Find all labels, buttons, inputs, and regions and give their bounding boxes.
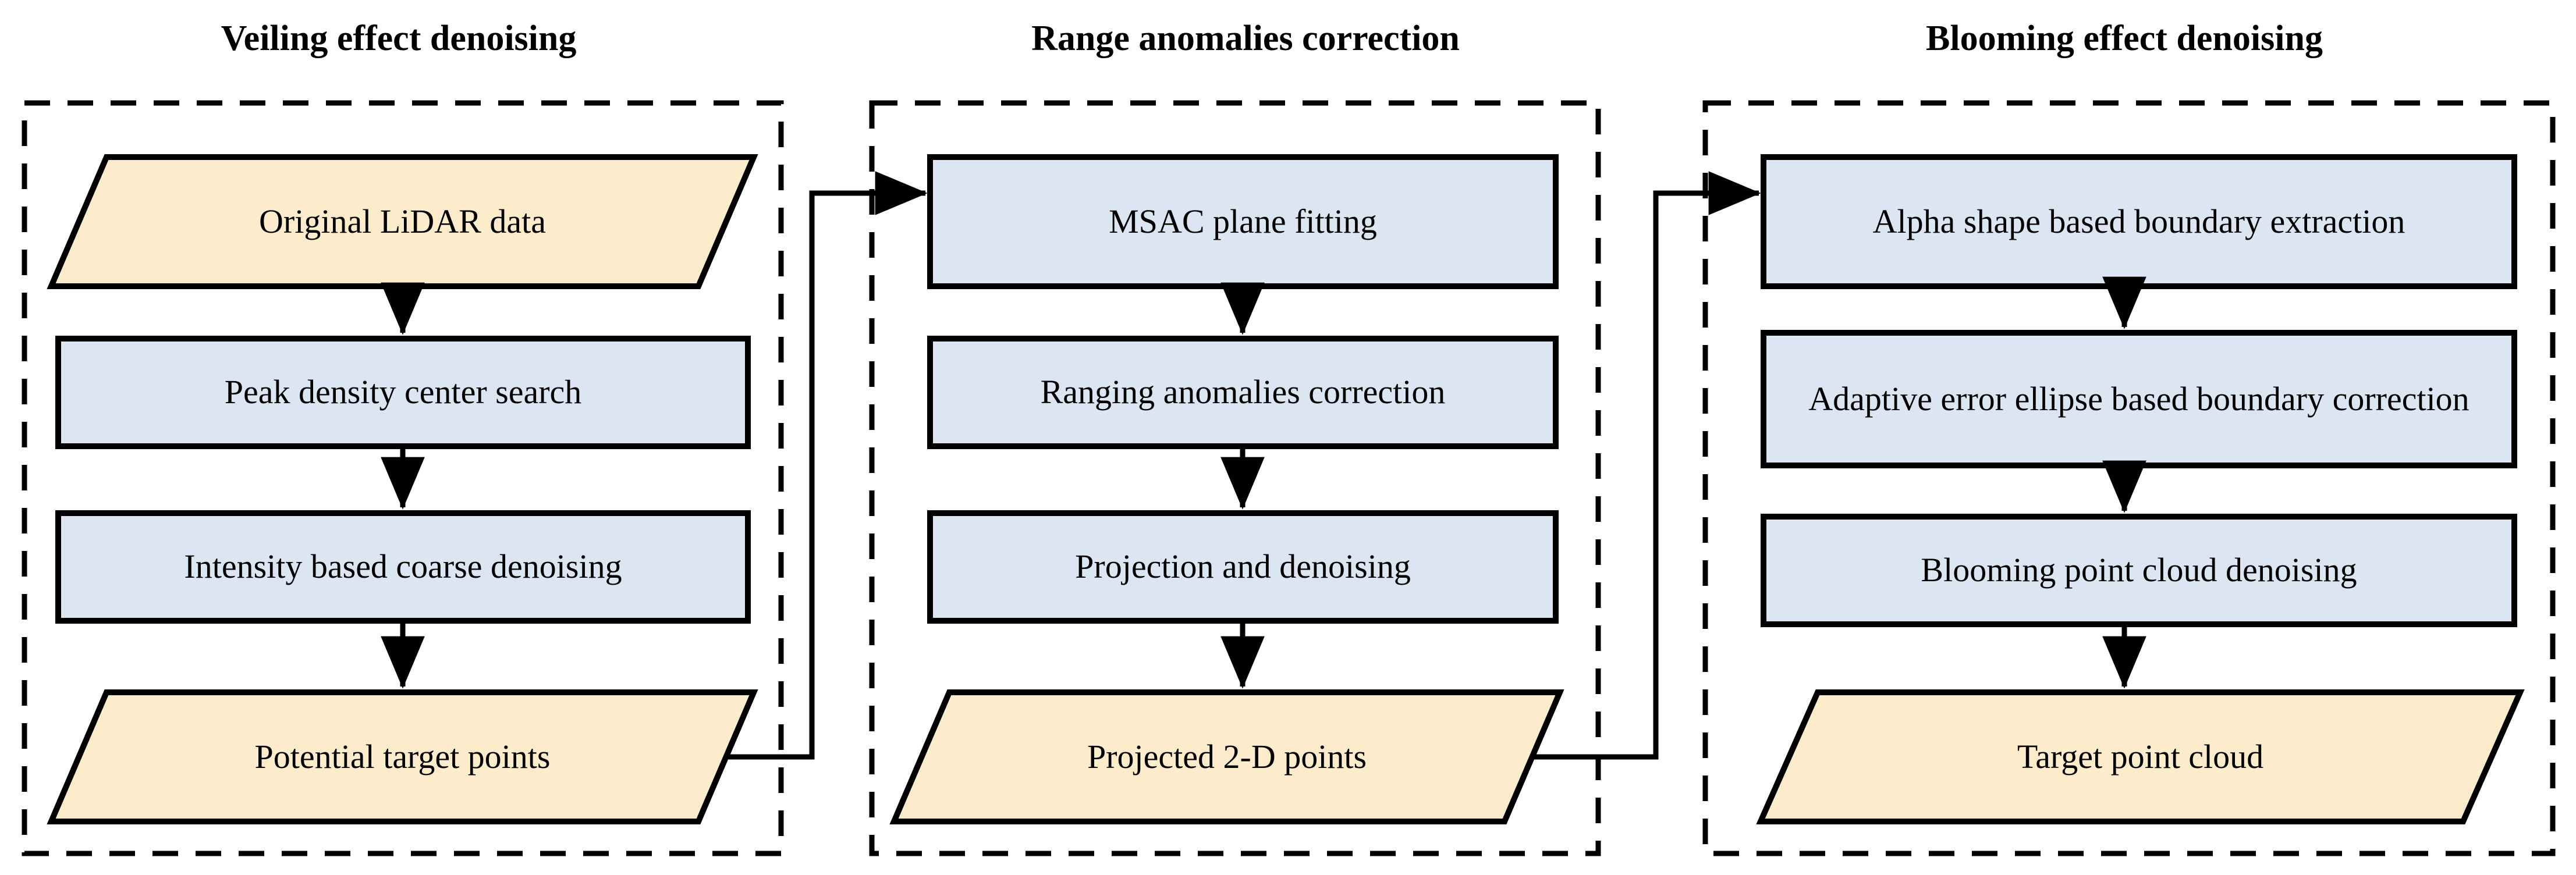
shape-potential-target-points (47, 689, 758, 824)
node-intensity-based-coarse-denoising[interactable] (58, 513, 748, 621)
group-box-range (869, 100, 1601, 856)
node-original-lidar-data[interactable] (51, 157, 754, 286)
node-projected-2d-points[interactable] (894, 692, 1560, 821)
node-projection-and-denoising[interactable] (930, 513, 1556, 621)
shape-original-lidar-data (47, 154, 758, 289)
shape-alpha-shape-based-boundary-extraction (1761, 154, 2517, 289)
node-potential-target-points[interactable] (51, 692, 754, 821)
shape-blooming-point-cloud-denoising (1761, 514, 2517, 627)
group-box-veiling (22, 100, 784, 856)
stage-title-blooming: Blooming effect denoising (1926, 19, 2323, 58)
shape-peak-density-center-search (55, 336, 751, 449)
node-adaptive-error-ellipse-based-boundary-correction[interactable] (1764, 333, 2514, 465)
node-alpha-shape-based-boundary-extraction[interactable] (1764, 157, 2514, 286)
node-ranging-anomalies-correction[interactable] (930, 339, 1556, 446)
connector-potential-to-msac (726, 171, 928, 760)
shape-msac-plane-fitting (927, 154, 1559, 289)
group-box-blooming (1702, 100, 2556, 856)
node-msac-plane-fitting[interactable] (930, 157, 1556, 286)
connector-projected2d-to-alpha (1532, 171, 1761, 760)
shape-intensity-based-coarse-denoising (55, 510, 751, 624)
node-target-point-cloud[interactable] (1761, 692, 2520, 821)
node-peak-density-center-search[interactable] (58, 339, 748, 446)
shape-target-point-cloud (1756, 689, 2525, 824)
shape-ranging-anomalies-correction (927, 336, 1559, 449)
node-blooming-point-cloud-denoising[interactable] (1764, 517, 2514, 624)
shape-adaptive-error-ellipse-based-boundary-correction (1761, 330, 2517, 468)
shape-projected-2d-points (889, 689, 1564, 824)
stage-title-veiling: Veiling effect denoising (221, 19, 577, 58)
shape-projection-and-denoising (927, 510, 1559, 624)
stage-title-range: Range anomalies correction (1031, 19, 1460, 58)
